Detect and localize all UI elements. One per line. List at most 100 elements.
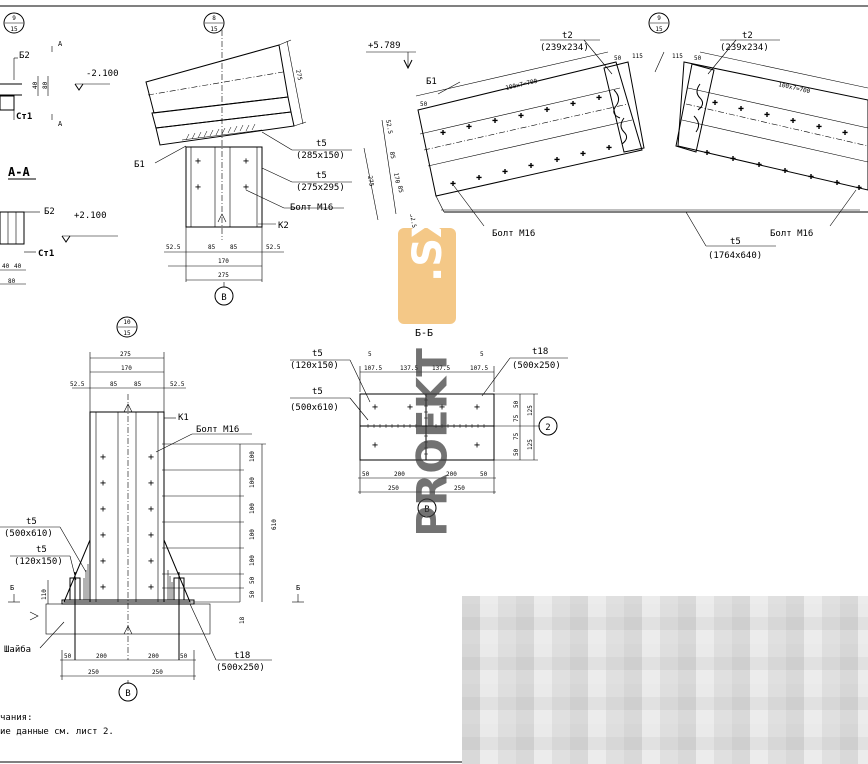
svg-text:✚: ✚ [606, 142, 612, 153]
svg-text:15: 15 [10, 26, 18, 33]
svg-text:+: + [148, 504, 154, 515]
svg-text:75: 75 [513, 432, 520, 440]
svg-text:50: 50 [64, 653, 72, 660]
svg-text:t2: t2 [562, 31, 573, 41]
svg-text:52.5: 52.5 [170, 381, 185, 388]
svg-text:50: 50 [249, 576, 256, 584]
svg-text:t5: t5 [26, 517, 37, 527]
svg-text:✚: ✚ [842, 127, 848, 138]
svg-text:40: 40 [2, 263, 10, 270]
svg-text:+: + [474, 402, 480, 413]
svg-text:✚: ✚ [756, 159, 762, 170]
svg-text:+: + [474, 440, 480, 451]
detail-8: 275 + + + + Б1 t5 (285x150) t5 (275x295)… [134, 30, 352, 306]
svg-text:200: 200 [394, 471, 405, 478]
svg-text:5: 5 [480, 351, 484, 358]
svg-text:100: 100 [249, 451, 256, 462]
svg-text:Б2: Б2 [44, 207, 55, 217]
svg-text:+: + [407, 402, 413, 413]
svg-text:+5.789: +5.789 [368, 41, 401, 51]
svg-text:t2: t2 [742, 31, 753, 41]
svg-text:Ст1: Ст1 [38, 249, 54, 259]
svg-text:t18: t18 [532, 347, 548, 357]
svg-text:✚: ✚ [492, 115, 498, 126]
svg-text:85: 85 [208, 244, 216, 251]
svg-text:✚: ✚ [816, 121, 822, 132]
svg-text:+: + [372, 402, 378, 413]
svg-text:+: + [100, 504, 106, 515]
svg-text:✚: ✚ [476, 172, 482, 183]
svg-text:t5: t5 [312, 349, 323, 359]
svg-text:52.5: 52.5 [408, 213, 417, 229]
svg-text:К2: К2 [278, 221, 289, 231]
svg-text:200: 200 [446, 471, 457, 478]
svg-text:✚: ✚ [502, 166, 508, 177]
svg-text:✚: ✚ [808, 171, 814, 182]
svg-text:50: 50 [249, 590, 256, 598]
svg-text:(120x150): (120x150) [290, 361, 339, 371]
svg-text:t5: t5 [36, 545, 47, 555]
pixelated-title-block [462, 596, 868, 764]
svg-text:(500x610): (500x610) [290, 403, 339, 413]
svg-text:15: 15 [210, 26, 218, 33]
svg-text:250: 250 [88, 669, 99, 676]
svg-text:+: + [100, 452, 106, 463]
svg-text:100: 100 [249, 555, 256, 566]
svg-text:8: 8 [212, 15, 216, 22]
svg-text:52.5: 52.5 [384, 119, 393, 135]
svg-text:+: + [100, 582, 106, 593]
svg-text:85: 85 [388, 151, 396, 160]
detail-marker-8: 8 15 [203, 12, 225, 34]
svg-text:+: + [243, 182, 249, 193]
bolt-column: ++ ++ ++ ++ ++ ++ [100, 452, 154, 593]
svg-text:+: + [148, 452, 154, 463]
section-aa: Б2 Ст1 А А 40 80 -2.100 А-А Б2 Ст1 +2.10… [0, 40, 119, 285]
svg-text:50: 50 [480, 471, 488, 478]
svg-text:18: 18 [239, 616, 246, 624]
svg-text:85: 85 [396, 185, 404, 194]
detail-marker-9-left: 9 15 [3, 12, 25, 34]
svg-text:+: + [372, 440, 378, 451]
svg-text:-2.100: -2.100 [86, 69, 119, 79]
section-bb: Б-Б + + + + + + 5 107.5 137.5 137.5 107.… [290, 328, 568, 518]
svg-text:275: 275 [120, 351, 131, 358]
svg-text:✚: ✚ [764, 109, 770, 120]
svg-text:+: + [148, 582, 154, 593]
svg-text:+: + [439, 402, 445, 413]
svg-text:Б1: Б1 [134, 160, 145, 170]
detail-10: 275 170 52.5 85 85 52.5 ++ ++ ++ ++ ++ +… [0, 351, 304, 702]
svg-text:(500x250): (500x250) [216, 663, 265, 673]
svg-text:✚: ✚ [834, 177, 840, 188]
svg-text:Б: Б [296, 584, 300, 592]
svg-text:250: 250 [388, 485, 399, 492]
svg-text:107.5: 107.5 [470, 365, 488, 372]
svg-text:✚: ✚ [730, 153, 736, 164]
svg-text:✚: ✚ [782, 165, 788, 176]
svg-text:75: 75 [513, 414, 520, 422]
svg-text:170: 170 [218, 258, 229, 265]
svg-text:+: + [148, 478, 154, 489]
svg-text:200: 200 [96, 653, 107, 660]
svg-text:50: 50 [420, 101, 428, 108]
svg-text:Болт М16: Болт М16 [770, 229, 813, 239]
svg-text:t5: t5 [312, 387, 323, 397]
svg-text:40: 40 [14, 263, 22, 270]
svg-text:✚: ✚ [704, 147, 710, 158]
svg-text:610: 610 [271, 519, 278, 530]
bolt-cross: + + + + [195, 156, 249, 193]
svg-text:100: 100 [249, 477, 256, 488]
svg-text:40: 40 [32, 81, 39, 89]
svg-text:чания:: чания: [0, 713, 33, 723]
svg-text:Болт М16: Болт М16 [492, 229, 535, 239]
svg-text:Б-Б: Б-Б [415, 328, 433, 339]
svg-text:А: А [58, 40, 63, 48]
svg-text:50: 50 [694, 55, 702, 62]
svg-text:t5: t5 [730, 237, 741, 247]
svg-text:100х7=700: 100х7=700 [505, 78, 539, 92]
svg-text:✚: ✚ [570, 98, 576, 109]
svg-text:5: 5 [368, 351, 372, 358]
svg-text:2: 2 [545, 423, 550, 433]
svg-text:А-А: А-А [8, 165, 30, 179]
svg-text:15: 15 [655, 26, 663, 33]
svg-text:t18: t18 [234, 651, 250, 661]
